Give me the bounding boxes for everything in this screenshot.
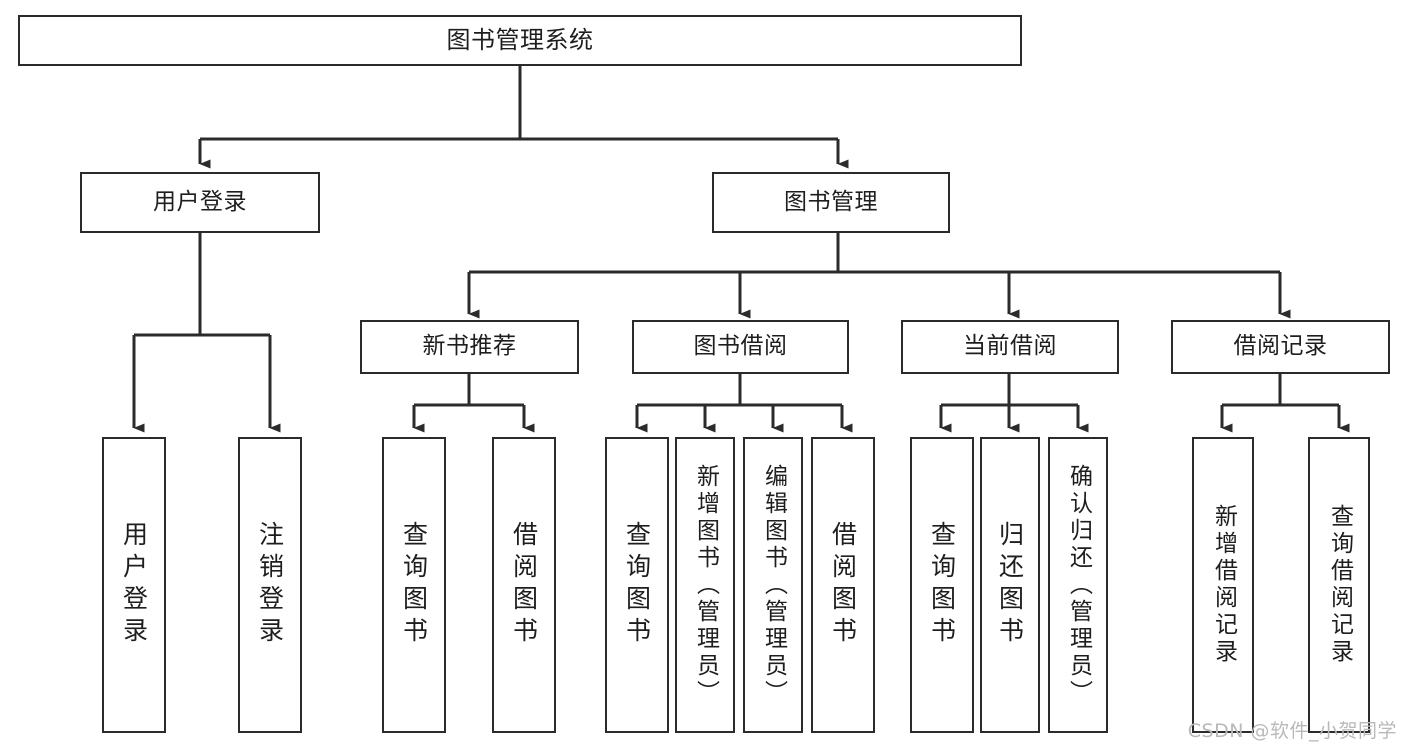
leaf-edit-book-label: 编辑图书（管理员） — [760, 463, 787, 707]
node-current-borrow[interactable]: 当前借阅 — [901, 320, 1119, 374]
node-new-book-rec[interactable]: 新书推荐 — [360, 320, 579, 374]
leaf-query-book-3-label: 查询图书 — [927, 521, 957, 649]
leaf-query-book-2-label: 查询图书 — [622, 521, 652, 649]
leaf-edit-book[interactable]: 编辑图书（管理员） — [743, 437, 803, 733]
leaf-query-book-1[interactable]: 查询图书 — [382, 437, 446, 733]
node-book-borrow-label: 图书借阅 — [693, 333, 788, 360]
leaf-add-record-label: 新增借阅记录 — [1210, 504, 1237, 666]
leaf-query-record[interactable]: 查询借阅记录 — [1308, 437, 1370, 733]
node-book-manage[interactable]: 图书管理 — [712, 172, 950, 233]
leaf-add-book[interactable]: 新增图书（管理员） — [675, 437, 735, 733]
node-borrow-record[interactable]: 借阅记录 — [1171, 320, 1390, 374]
leaf-borrow-book-2-label: 借阅图书 — [828, 521, 858, 649]
node-borrow-record-label: 借阅记录 — [1233, 333, 1328, 360]
leaf-logout[interactable]: 注销登录 — [238, 437, 302, 733]
node-user-login[interactable]: 用户登录 — [80, 172, 320, 233]
leaf-user-login-label: 用户登录 — [119, 521, 149, 649]
leaf-borrow-book-2[interactable]: 借阅图书 — [811, 437, 875, 733]
leaf-return-book[interactable]: 归还图书 — [980, 437, 1040, 733]
node-current-borrow-label: 当前借阅 — [963, 333, 1057, 360]
leaf-borrow-book-1[interactable]: 借阅图书 — [492, 437, 556, 733]
node-user-login-label: 用户登录 — [153, 188, 247, 215]
node-book-manage-label: 图书管理 — [784, 188, 878, 215]
leaf-borrow-book-1-label: 借阅图书 — [509, 521, 539, 649]
leaf-add-record[interactable]: 新增借阅记录 — [1192, 437, 1254, 733]
leaf-query-book-3[interactable]: 查询图书 — [910, 437, 974, 733]
leaf-logout-label: 注销登录 — [255, 521, 285, 649]
leaf-query-book-2[interactable]: 查询图书 — [605, 437, 669, 733]
leaf-user-login[interactable]: 用户登录 — [102, 437, 166, 733]
leaf-confirm-return-label: 确认归还（管理员） — [1065, 463, 1092, 707]
leaf-add-book-label: 新增图书（管理员） — [692, 463, 719, 707]
node-root-label: 图书管理系统 — [446, 26, 594, 55]
node-root[interactable]: 图书管理系统 — [18, 15, 1022, 66]
node-book-borrow[interactable]: 图书借阅 — [632, 320, 849, 374]
node-new-book-rec-label: 新书推荐 — [422, 333, 517, 360]
watermark-csdn: CSDN @软件_小贺同学 — [1187, 720, 1397, 742]
leaf-confirm-return[interactable]: 确认归还（管理员） — [1048, 437, 1108, 733]
leaf-query-book-1-label: 查询图书 — [399, 521, 429, 649]
leaf-return-book-label: 归还图书 — [995, 521, 1025, 649]
leaf-query-record-label: 查询借阅记录 — [1326, 504, 1353, 666]
